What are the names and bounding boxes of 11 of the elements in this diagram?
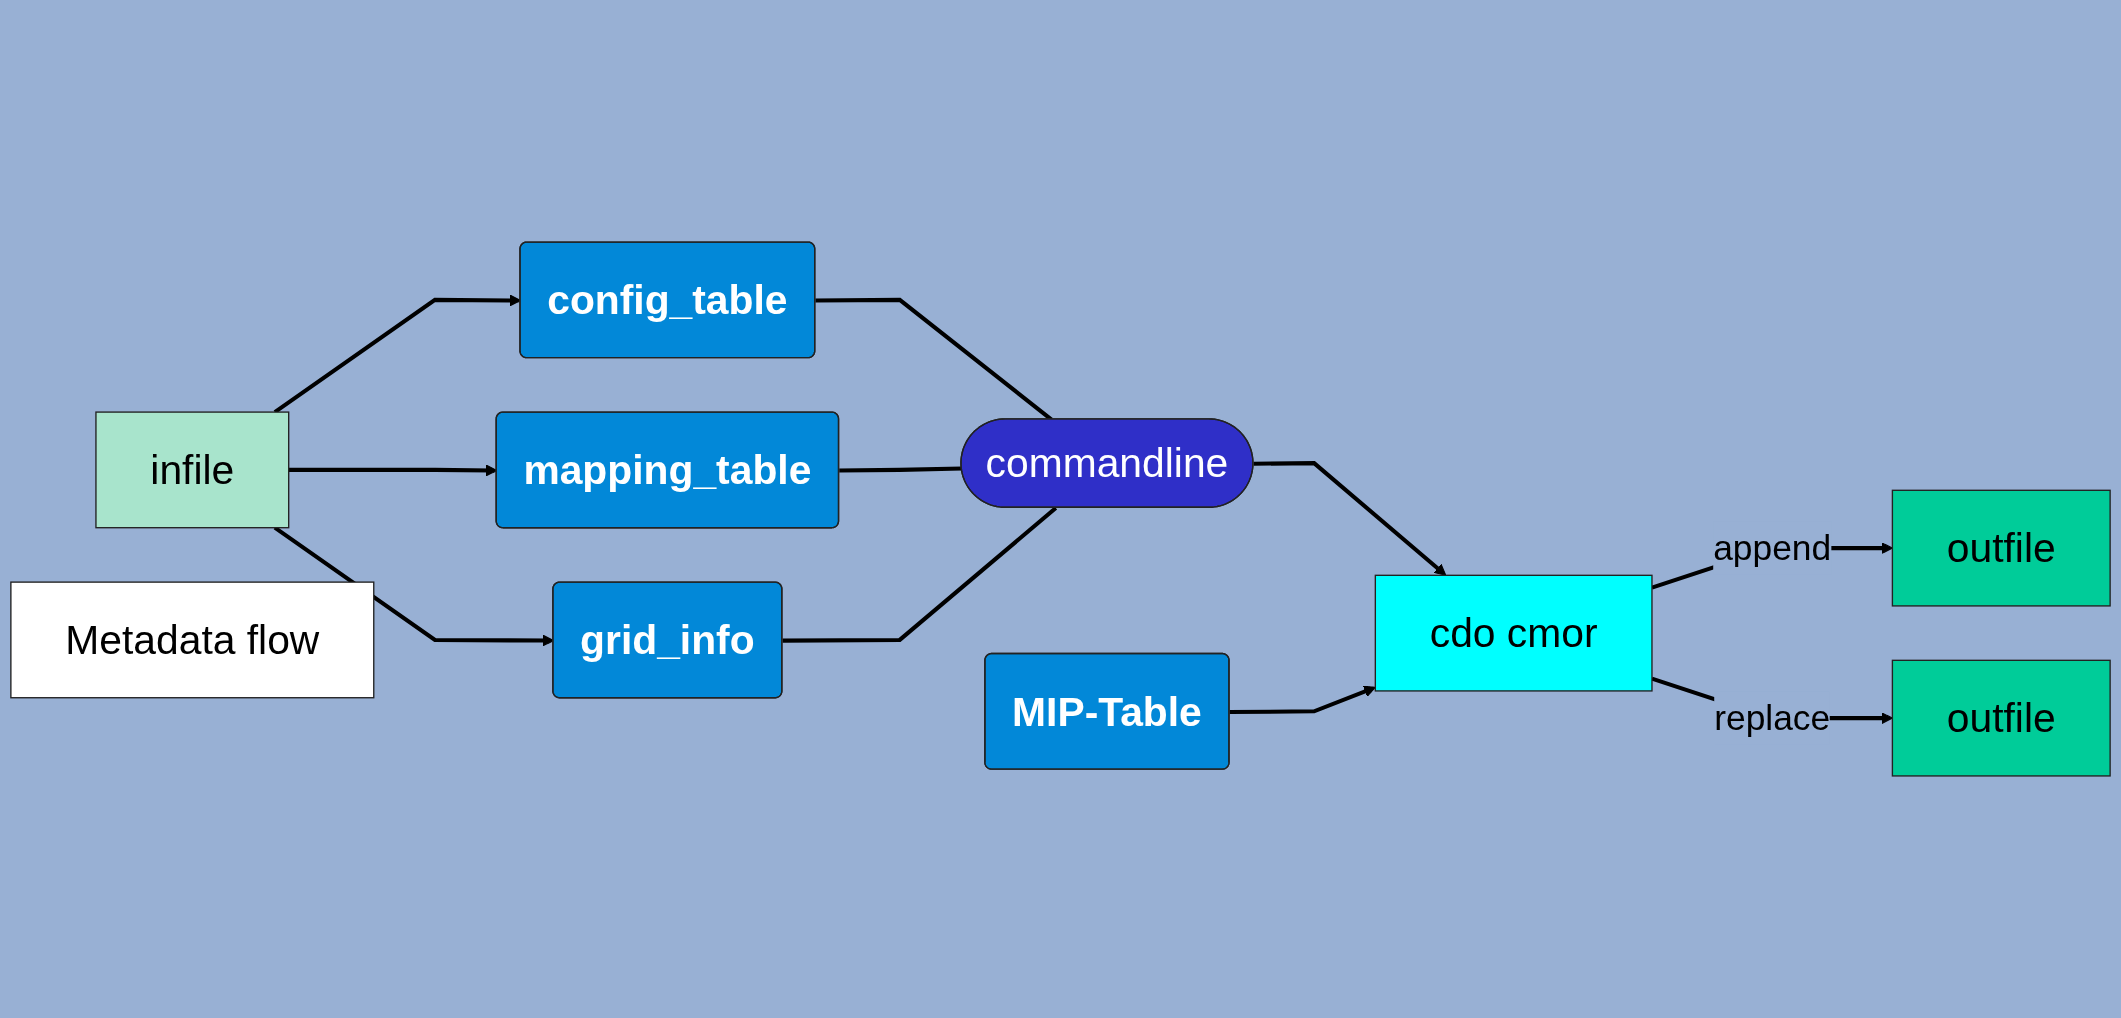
node-box: infile	[95, 411, 290, 529]
node-box: outfile	[1891, 659, 2111, 777]
connector	[782, 506, 1058, 643]
arrow	[1229, 685, 1376, 715]
connector	[839, 466, 962, 473]
node-box: cdo cmor	[1374, 574, 1653, 692]
node-box: outfile	[1891, 489, 2111, 607]
edge-label: append	[1713, 527, 1832, 568]
arrow	[1253, 461, 1447, 576]
edge-label: replace	[1714, 697, 1831, 738]
node-box: Metadata flow	[10, 581, 375, 699]
